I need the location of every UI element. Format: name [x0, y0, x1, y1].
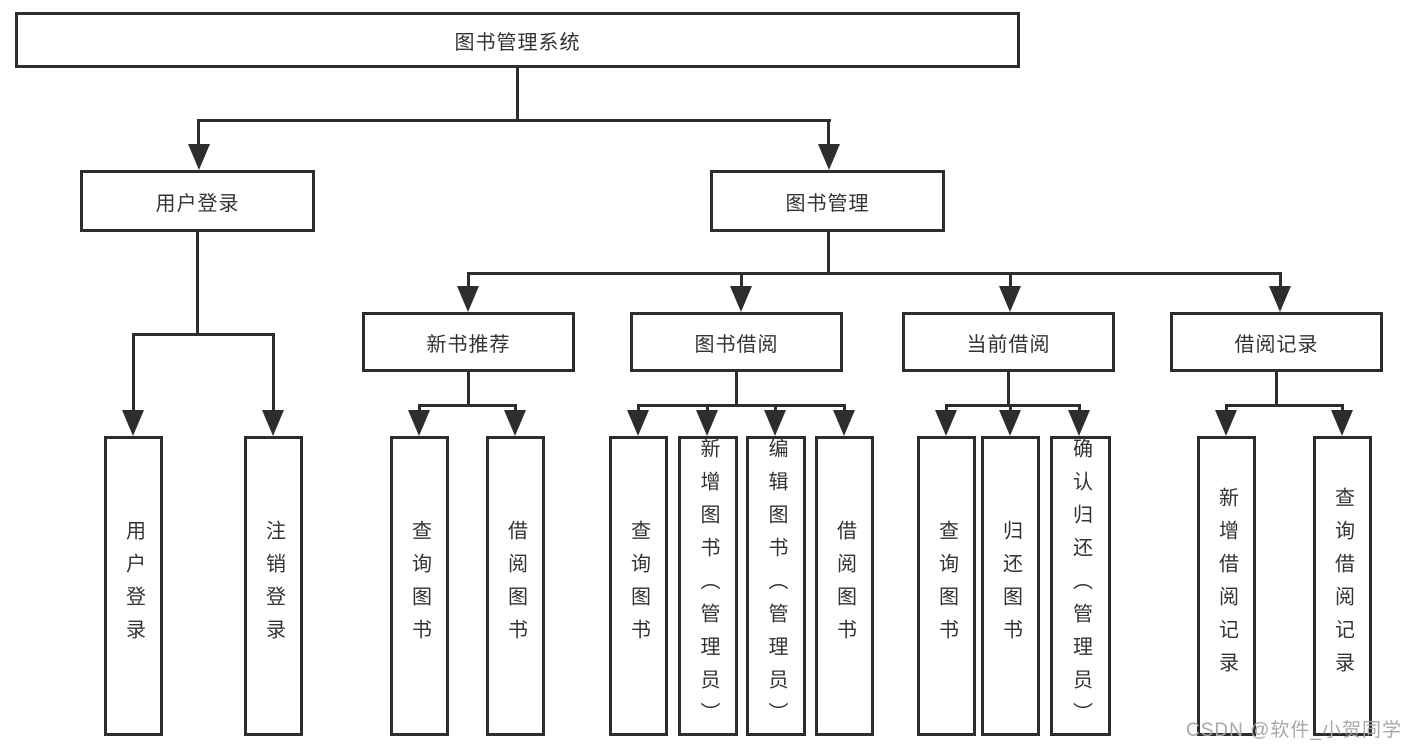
connector-line: [740, 272, 743, 292]
arrowhead-icon: [818, 144, 840, 170]
node-user-login: 用户登录: [80, 170, 315, 232]
arrowhead-icon: [1331, 410, 1353, 436]
node-new-book-recommend: 新书推荐: [362, 312, 575, 372]
arrowhead-icon: [262, 410, 284, 436]
connector-line: [1007, 372, 1010, 407]
connector-line: [1225, 404, 1344, 407]
arrowhead-icon: [764, 410, 786, 436]
arrowhead-icon: [504, 410, 526, 436]
connector-line: [827, 119, 830, 151]
node-label: 用户登录: [155, 192, 240, 215]
leaf-borrow-query-books: 查询图书: [609, 436, 668, 736]
leaf-current-return-books: 归还图书: [981, 436, 1040, 736]
connector-line: [418, 404, 517, 407]
node-label: 借阅图书: [504, 520, 527, 652]
node-label: 新增图书（管理员）: [697, 437, 719, 735]
arrowhead-icon: [833, 410, 855, 436]
arrowhead-icon: [999, 286, 1021, 312]
leaf-user-login: 用户登录: [104, 436, 163, 736]
arrowhead-icon: [999, 410, 1021, 436]
connector-line: [637, 404, 846, 407]
connector-line: [827, 232, 830, 275]
node-label: 借阅图书: [833, 520, 856, 652]
connector-line: [272, 333, 275, 413]
arrowhead-icon: [1215, 410, 1237, 436]
connector-line: [467, 372, 470, 407]
leaf-newrec-query-books: 查询图书: [390, 436, 449, 736]
node-label: 图书管理: [785, 192, 870, 215]
node-book-borrowing: 图书借阅: [630, 312, 843, 372]
node-label: 编辑图书（管理员）: [765, 437, 787, 735]
node-label: 图书管理系统: [454, 31, 581, 54]
connector-line: [132, 333, 135, 413]
node-current-borrowing: 当前借阅: [902, 312, 1115, 372]
node-label: 用户登录: [122, 520, 145, 652]
connector-line: [1009, 272, 1012, 292]
connector-line: [198, 119, 831, 122]
connector-line: [516, 68, 519, 122]
connector-line: [467, 272, 1282, 275]
leaf-logout: 注销登录: [244, 436, 303, 736]
arrowhead-icon: [1068, 410, 1090, 436]
connector-line: [1279, 272, 1282, 292]
node-label: 查询图书: [627, 520, 650, 652]
arrowhead-icon: [408, 410, 430, 436]
node-label: 图书借阅: [694, 333, 779, 356]
node-borrowing-records: 借阅记录: [1170, 312, 1383, 372]
connector-line: [196, 232, 199, 336]
node-label: 查询图书: [408, 520, 431, 652]
leaf-newrec-borrow-books: 借阅图书: [486, 436, 545, 736]
arrowhead-icon: [122, 410, 144, 436]
node-label: 查询借阅记录: [1331, 487, 1354, 685]
node-label: 新增借阅记录: [1215, 487, 1238, 685]
node-label: 当前借阅: [966, 333, 1051, 356]
node-library-management-system: 图书管理系统: [15, 12, 1020, 68]
arrowhead-icon: [188, 144, 210, 170]
arrowhead-icon: [696, 410, 718, 436]
connector-line: [467, 272, 470, 292]
leaf-borrow-edit-books-admin: 编辑图书（管理员）: [746, 436, 806, 736]
csdn-watermark: CSDN @软件_小贺同学: [1186, 720, 1402, 741]
leaf-records-add-record: 新增借阅记录: [1197, 436, 1256, 736]
node-label: 查询图书: [935, 520, 958, 652]
node-label: 注销登录: [262, 520, 285, 652]
node-label: 归还图书: [999, 520, 1022, 652]
leaf-current-query-books: 查询图书: [917, 436, 976, 736]
node-label: 新书推荐: [426, 333, 511, 356]
connector-line: [945, 404, 1081, 407]
arrowhead-icon: [627, 410, 649, 436]
connector-line: [197, 119, 200, 151]
leaf-current-confirm-return-admin: 确认归还（管理员）: [1050, 436, 1111, 736]
node-book-management: 图书管理: [710, 170, 945, 232]
arrowhead-icon: [1269, 286, 1291, 312]
node-label: 确认归还（管理员）: [1069, 437, 1092, 735]
connector-line: [132, 333, 275, 336]
arrowhead-icon: [935, 410, 957, 436]
leaf-borrow-borrow-books: 借阅图书: [815, 436, 874, 736]
connector-line: [735, 372, 738, 407]
arrowhead-icon: [457, 286, 479, 312]
leaf-records-query-record: 查询借阅记录: [1313, 436, 1372, 736]
leaf-borrow-add-books-admin: 新增图书（管理员）: [678, 436, 738, 736]
node-label: 借阅记录: [1234, 333, 1319, 356]
connector-line: [1275, 372, 1278, 407]
arrowhead-icon: [730, 286, 752, 312]
